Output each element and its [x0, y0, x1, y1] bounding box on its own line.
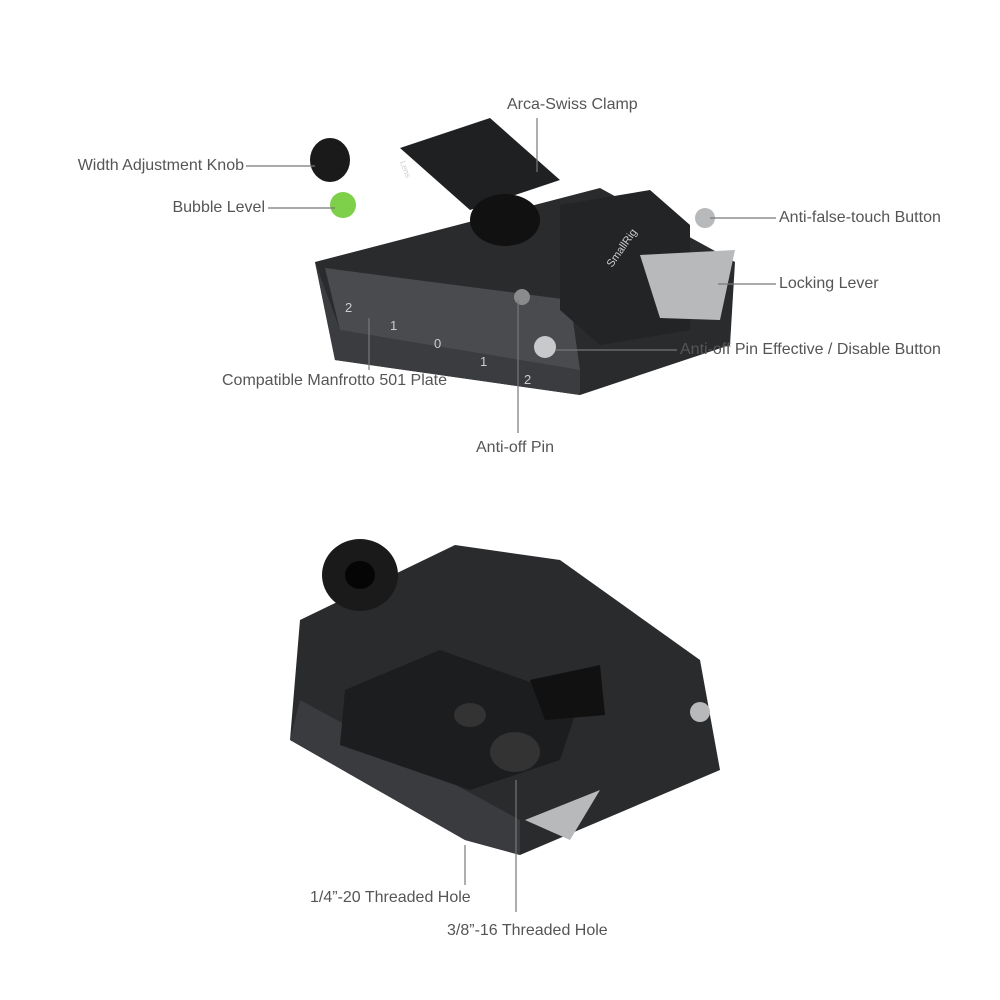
- clamp-bottom-view: [290, 539, 720, 855]
- scale-label: 0: [434, 336, 441, 351]
- callout-arca-swiss-clamp: Arca-Swiss Clamp: [507, 96, 638, 113]
- scale-label: 2: [345, 300, 352, 315]
- clamp-arrow-lens-marking: Lens: [398, 160, 412, 179]
- scale-label: 1: [390, 318, 397, 333]
- callout-quarter-inch-hole: 1/4”-20 Threaded Hole: [310, 889, 471, 906]
- callout-bubble-level: Bubble Level: [172, 199, 265, 216]
- scale-label: 1: [480, 354, 487, 369]
- callout-anti-off-pin: Anti-off Pin: [476, 439, 554, 456]
- callout-anti-false-touch-button: Anti-false-touch Button: [779, 209, 941, 226]
- clamp-top-view: [310, 118, 735, 395]
- leader-lines: [246, 118, 776, 912]
- callout-width-adjustment-knob: Width Adjustment Knob: [77, 157, 244, 174]
- callout-locking-lever: Locking Lever: [779, 275, 879, 292]
- callout-manfrotto-plate: Compatible Manfrotto 501 Plate: [221, 372, 447, 389]
- callout-anti-off-pin-button: Anti-off Pin Effective / Disable Button: [680, 341, 941, 358]
- scale-label: 2: [524, 372, 531, 387]
- scale-labels: 2 1 0 1 2: [345, 300, 531, 387]
- callout-three-eighths-hole: 3/8”-16 Threaded Hole: [447, 922, 608, 939]
